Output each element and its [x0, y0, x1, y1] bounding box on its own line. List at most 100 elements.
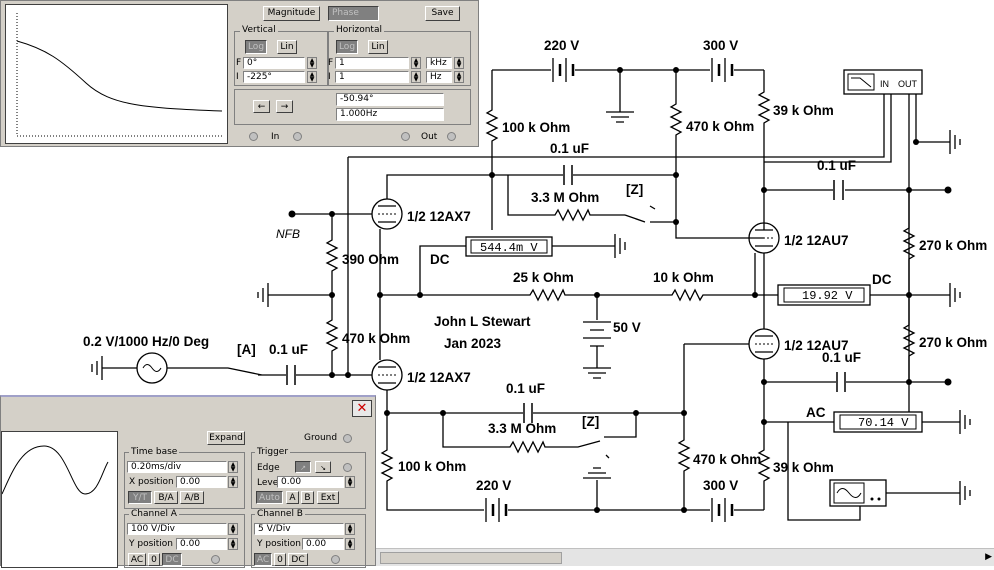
out-terminal-minus[interactable]	[401, 132, 410, 141]
timebase-group	[124, 452, 245, 509]
close-button[interactable]: ✕	[352, 400, 372, 417]
channel-a-scale-spinner[interactable]: ▲▼	[228, 523, 238, 535]
ground-terminal[interactable]	[343, 434, 352, 443]
channel-b-ac-button[interactable]: AC	[254, 553, 272, 566]
horizontal-final-unit[interactable]: kHz	[426, 57, 452, 69]
in-terminal-minus[interactable]	[249, 132, 258, 141]
horizontal-scrollbar[interactable]: ▶	[376, 548, 994, 566]
x-position-field[interactable]: 0.00	[176, 476, 227, 488]
ac-signal-source[interactable]	[136, 352, 168, 384]
cursor-left-button[interactable]: ←	[253, 100, 270, 113]
capacitor-01uf-top[interactable]	[563, 165, 573, 185]
cursor-right-button[interactable]: →	[276, 100, 293, 113]
channel-a-ac-button[interactable]: AC	[128, 553, 146, 566]
ba-button[interactable]: B/A	[154, 491, 178, 504]
channel-a-terminal[interactable]	[211, 555, 220, 564]
oscilloscope-instrument[interactable]	[829, 479, 887, 507]
vertical-title: Vertical	[240, 25, 278, 35]
horizontal-title: Horizontal	[334, 25, 384, 35]
horizontal-initial-field[interactable]: 1	[335, 71, 409, 83]
x-position-label: X position	[129, 477, 174, 487]
channel-b-ypos-spinner[interactable]: ▲▼	[345, 538, 355, 550]
horizontal-f-letter: F	[328, 58, 334, 68]
trigger-ext-button[interactable]: Ext	[317, 491, 339, 504]
horizontal-lin-button[interactable]: Lin	[368, 40, 388, 54]
in-label: In	[271, 132, 280, 142]
battery-220v-top[interactable]	[552, 58, 575, 82]
scope-waveform	[1, 445, 109, 495]
timebase-field[interactable]: 0.20ms/div	[127, 461, 227, 473]
label-author: John L Stewart	[434, 314, 531, 329]
channel-a-dc-button[interactable]: DC	[162, 553, 182, 566]
vertical-final-spinner[interactable]: ▲▼	[307, 57, 317, 69]
trigger-terminal[interactable]	[343, 463, 352, 472]
vertical-lin-button[interactable]: Lin	[277, 40, 297, 54]
bode-out-label: OUT	[898, 79, 918, 89]
channel-a-ypos-label: Y position	[129, 539, 174, 549]
channel-b-scale-field[interactable]: 5 V/Div	[254, 523, 344, 535]
save-button[interactable]: Save	[425, 6, 460, 21]
ab-button[interactable]: A/B	[180, 491, 204, 504]
level-field[interactable]: 0.00	[277, 476, 344, 488]
battery-300v-top[interactable]	[711, 58, 734, 82]
horizontal-initial-spinner[interactable]: ▲▼	[411, 71, 421, 83]
vertical-group	[234, 31, 328, 86]
label-ac: AC	[806, 405, 826, 420]
channel-a-zero-button[interactable]: 0	[148, 553, 160, 566]
edge-rising-button[interactable]: ↗	[295, 461, 311, 473]
tube-12ax7-bottom[interactable]	[371, 359, 403, 391]
channel-b-scale-spinner[interactable]: ▲▼	[345, 523, 355, 535]
battery-300v-bottom[interactable]	[711, 498, 734, 522]
label-300v-bottom: 300 V	[703, 478, 738, 493]
trigger-b-button[interactable]: B	[301, 491, 314, 504]
bode-plotter-instrument[interactable]	[843, 69, 923, 95]
channel-a-ypos-spinner[interactable]: ▲▼	[228, 538, 238, 550]
scroll-right-arrow-icon[interactable]: ▶	[985, 551, 992, 561]
in-terminal-plus[interactable]	[293, 132, 302, 141]
yt-button[interactable]: Y/T	[128, 491, 152, 504]
channel-b-zero-button[interactable]: 0	[274, 553, 286, 566]
horizontal-initial-unit[interactable]: Hz	[426, 71, 452, 83]
label-50v: 50 V	[613, 320, 641, 335]
label-220v-top: 220 V	[544, 38, 579, 53]
battery-220v-bottom[interactable]	[485, 498, 508, 522]
channel-b-ypos-field[interactable]: 0.00	[302, 538, 344, 550]
channel-a-scale-field[interactable]: 100 V/Div	[127, 523, 227, 535]
trigger-a-button[interactable]: A	[286, 491, 299, 504]
auto-button[interactable]: Auto	[256, 491, 283, 504]
vertical-initial-spinner[interactable]: ▲▼	[307, 71, 317, 83]
tube-12ax7-top[interactable]	[371, 198, 403, 230]
expand-button[interactable]: Expand	[207, 431, 245, 445]
timebase-spinner[interactable]: ▲▼	[228, 461, 238, 473]
label-39k-bottom: 39 k Ohm	[773, 460, 834, 475]
close-icon: ✕	[356, 401, 368, 416]
out-terminal-plus[interactable]	[447, 132, 456, 141]
channel-a-ypos-field[interactable]: 0.00	[176, 538, 227, 550]
dc-voltmeter-left[interactable]	[465, 236, 553, 257]
horizontal-initial-unit-spinner[interactable]: ▲▼	[454, 71, 464, 83]
x-position-spinner[interactable]: ▲▼	[228, 476, 238, 488]
label-switch-a: [A]	[237, 342, 256, 357]
horizontal-final-unit-spinner[interactable]: ▲▼	[454, 57, 464, 69]
horizontal-final-field[interactable]: 1	[335, 57, 409, 69]
horizontal-final-spinner[interactable]: ▲▼	[411, 57, 421, 69]
tube-12au7-bottom[interactable]	[748, 328, 780, 360]
phase-button[interactable]: Phase	[328, 6, 379, 21]
vertical-log-button[interactable]: Log	[245, 40, 267, 54]
dc-meter-right-reading: 19.92 V	[802, 289, 853, 303]
label-470k-mid: 470 k Ohm	[342, 331, 410, 346]
level-spinner[interactable]: ▲▼	[345, 476, 355, 488]
scrollbar-thumb[interactable]	[380, 552, 562, 564]
vertical-final-field[interactable]: 0°	[243, 57, 305, 69]
channel-b-terminal[interactable]	[331, 555, 340, 564]
edge-falling-button[interactable]: ↘	[315, 461, 331, 473]
horizontal-log-button[interactable]: Log	[336, 40, 358, 54]
frequency-readout: 1.000Hz	[336, 108, 444, 121]
ac-voltmeter[interactable]	[833, 411, 923, 433]
vertical-initial-field[interactable]: -225°	[243, 71, 305, 83]
channel-b-dc-button[interactable]: DC	[288, 553, 308, 566]
magnitude-button[interactable]: Magnitude	[263, 6, 320, 21]
dc-voltmeter-right[interactable]	[777, 284, 871, 306]
label-10k: 10 k Ohm	[653, 270, 714, 285]
